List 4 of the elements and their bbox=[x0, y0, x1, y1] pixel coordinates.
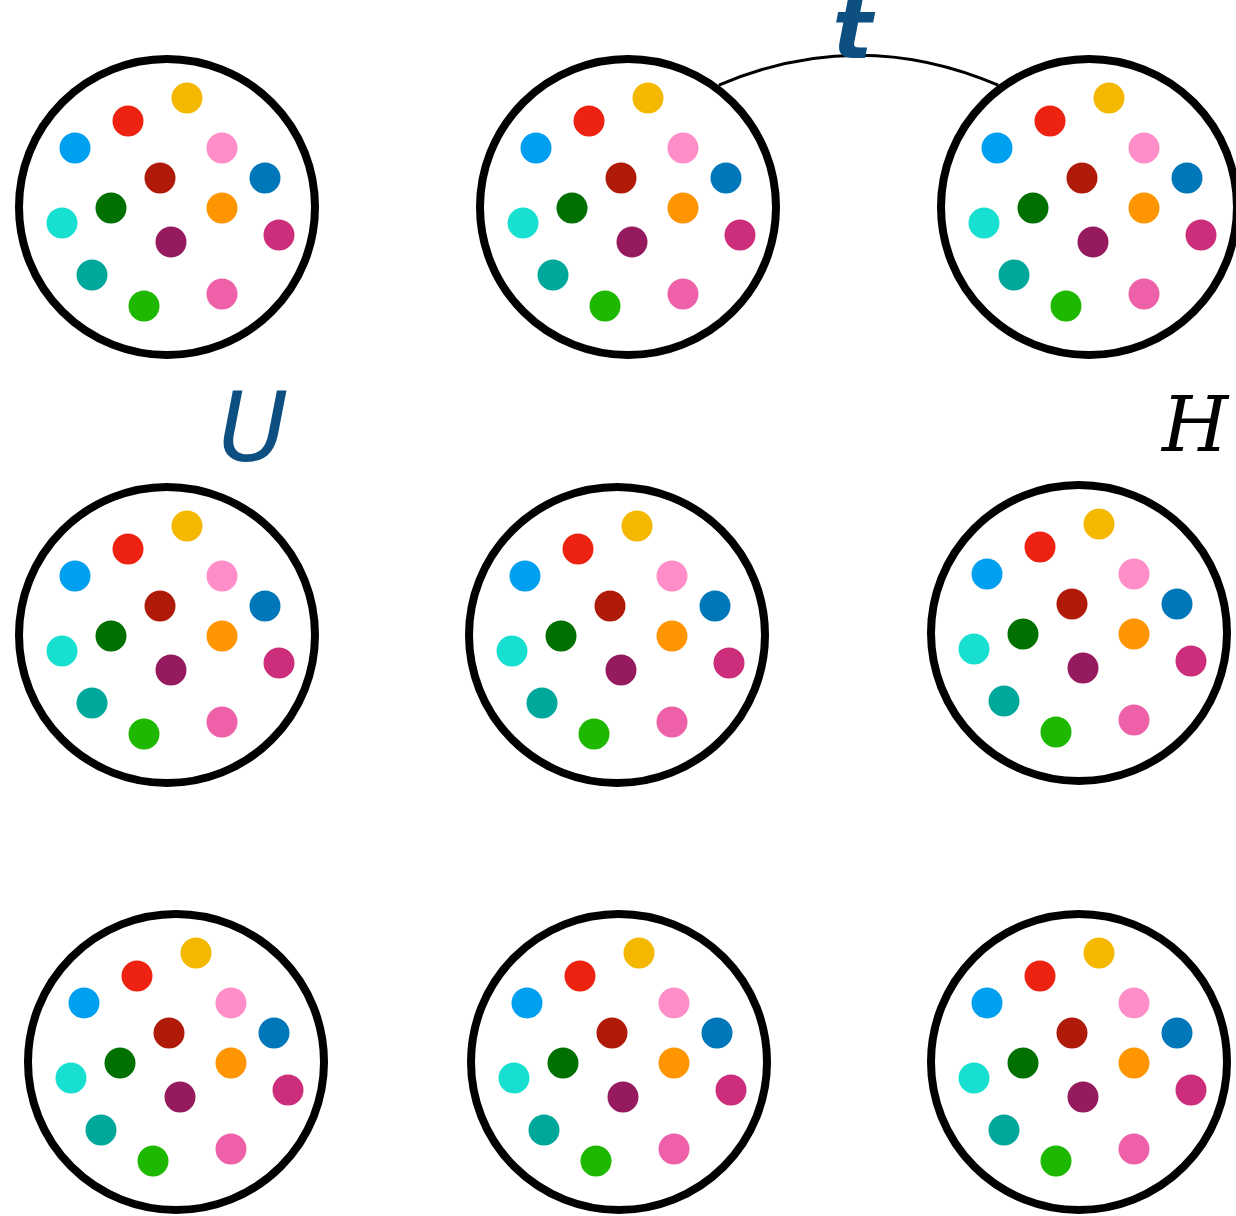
connector-line bbox=[718, 53, 999, 87]
symbol-label: H bbox=[1162, 380, 1229, 469]
edge-label: t bbox=[832, 0, 873, 79]
symbol-label: U bbox=[218, 372, 289, 484]
